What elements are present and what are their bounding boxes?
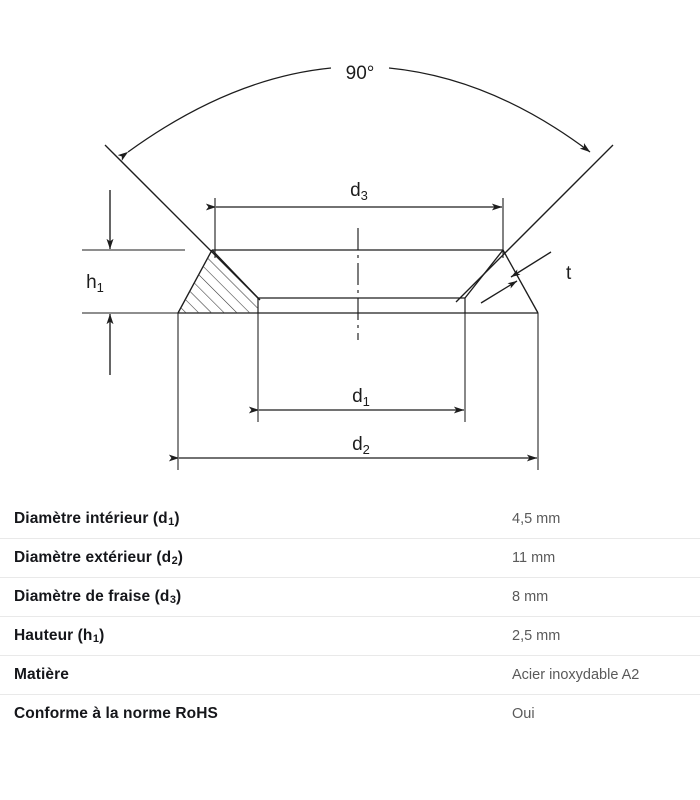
- dimension-label-t: t: [566, 263, 572, 284]
- dimension-d2: [168, 313, 539, 470]
- spec-value-rohs: Oui: [512, 706, 535, 722]
- angle-label-90: 90°: [346, 63, 375, 84]
- spec-label-rohs: Conforme à la norme RoHS: [0, 705, 512, 723]
- spec-label-countersink-diameter: Diamètre de fraise (d3): [0, 588, 512, 606]
- spec-label-text: Conforme à la norme RoHS: [14, 705, 218, 722]
- spec-label-subscript: 1: [92, 633, 100, 646]
- dimension-h1: [82, 190, 185, 375]
- table-row: Diamètre extérieur (d2) 11 mm: [0, 538, 700, 577]
- spec-value-inner-diameter: 4,5 mm: [512, 511, 561, 527]
- t-arrow-lower: [480, 280, 518, 304]
- table-row: Diamètre de fraise (d3) 8 mm: [0, 577, 700, 616]
- dimension-label-d1: d1: [352, 386, 370, 409]
- spec-label-suffix: ): [177, 548, 184, 566]
- spec-label-subscript: 1: [168, 516, 175, 529]
- t-arrow-upper: [510, 251, 552, 278]
- spec-value-outer-diameter: 11 mm: [512, 550, 556, 566]
- dimension-d1: [248, 313, 466, 422]
- angle-arc-right: [388, 67, 591, 153]
- thickness-callout-t: [480, 251, 552, 304]
- spec-value-countersink-diameter: 8 mm: [512, 589, 549, 605]
- table-row: Diamètre intérieur (d1) 4,5 mm: [0, 500, 700, 538]
- spec-label-suffix: ): [174, 509, 180, 527]
- table-row: Hauteur (h1) 2,5 mm: [0, 616, 700, 655]
- specification-table: Diamètre intérieur (d1) 4,5 mm Diamètre …: [0, 500, 700, 733]
- spec-label-subscript: 2: [171, 555, 178, 568]
- spec-label-text: Matière: [14, 666, 69, 683]
- spec-label-suffix: ): [99, 626, 105, 644]
- spec-label-text: Diamètre extérieur (d: [14, 548, 172, 566]
- section-hatching: [178, 250, 258, 313]
- spec-label-text: Diamètre de fraise (d: [14, 587, 170, 605]
- spec-label-text: Diamètre intérieur (d: [14, 509, 168, 527]
- spec-value-material: Acier inoxydable A2: [512, 667, 640, 683]
- spec-label-inner-diameter: Diamètre intérieur (d1): [0, 510, 512, 528]
- spec-label-suffix: ): [176, 587, 182, 605]
- table-row: Conforme à la norme RoHS Oui: [0, 694, 700, 733]
- table-row: Matière Acier inoxydable A2: [0, 655, 700, 694]
- dimension-d3: [205, 198, 504, 258]
- spec-label-material: Matière: [0, 666, 512, 684]
- dimension-label-d3: d3: [350, 180, 368, 203]
- spec-label-height: Hauteur (h1): [0, 627, 512, 645]
- spec-label-outer-diameter: Diamètre extérieur (d2): [0, 549, 512, 567]
- technical-drawing: 90° d3 h1: [82, 63, 614, 470]
- dimension-label-h1: h1: [86, 272, 104, 295]
- washer-flank-right-inner: [464, 249, 504, 299]
- spec-label-subscript: 3: [169, 594, 177, 607]
- spec-label-text: Hauteur (h: [14, 626, 93, 644]
- drawing-canvas: 90° d3 h1: [82, 63, 614, 470]
- angle-leader-right: [455, 144, 614, 303]
- dimension-label-d2: d2: [352, 434, 370, 457]
- spec-value-height: 2,5 mm: [512, 628, 561, 644]
- washer-flank-right-outer: [502, 249, 539, 314]
- angle-arc-left: [117, 67, 332, 161]
